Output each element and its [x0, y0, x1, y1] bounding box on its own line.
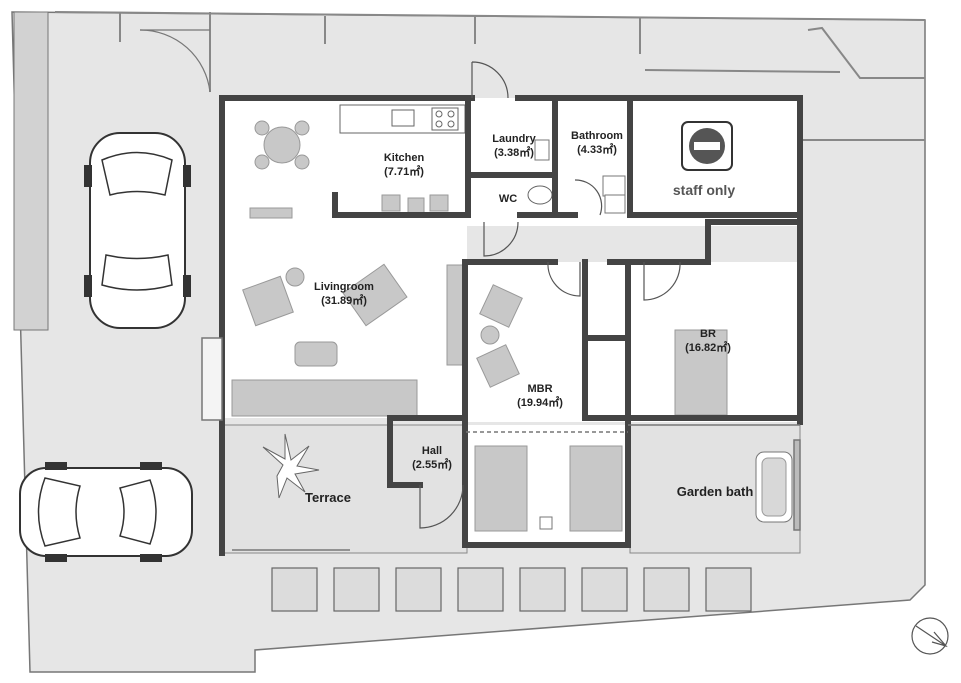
livingroom-label: Livingroom — [314, 281, 374, 293]
door-swings — [419, 61, 681, 529]
br-label: BR — [700, 328, 716, 340]
staff-only-sign: staff only — [673, 182, 735, 198]
wc-label: WC — [499, 193, 517, 205]
hall-area: (2.55㎡) — [412, 457, 452, 471]
window-lines — [201, 337, 801, 551]
kitchen-label: Kitchen — [384, 152, 425, 164]
boundary-walls — [54, 11, 926, 141]
kitchen-area: (7.71㎡) — [384, 164, 424, 178]
mbr-label: MBR — [527, 383, 552, 395]
mbr-area: (19.94㎡) — [517, 395, 563, 409]
bathroom-label: Bathroom — [571, 130, 623, 142]
terrace-label: Terrace — [305, 490, 351, 505]
laundry-area: (3.38㎡) — [494, 145, 534, 159]
gate-swing — [139, 29, 211, 93]
hall-label: Hall — [422, 445, 442, 457]
bathroom-area: (4.33㎡) — [577, 142, 617, 156]
laundry-label: Laundry — [492, 133, 536, 145]
parking-strip — [13, 11, 49, 331]
furniture — [231, 104, 793, 532]
garden-bath-label: Garden bath — [677, 484, 754, 499]
no-entry-icon — [681, 121, 733, 171]
car-icon — [84, 132, 191, 329]
plant-icon — [262, 433, 320, 499]
paving-stones — [271, 567, 752, 612]
car-icon — [19, 462, 193, 562]
dining-table — [263, 126, 301, 164]
br-area: (16.82㎡) — [685, 340, 731, 354]
livingroom-area: (31.89㎡) — [321, 293, 367, 307]
north-arrow-icon — [911, 617, 949, 655]
